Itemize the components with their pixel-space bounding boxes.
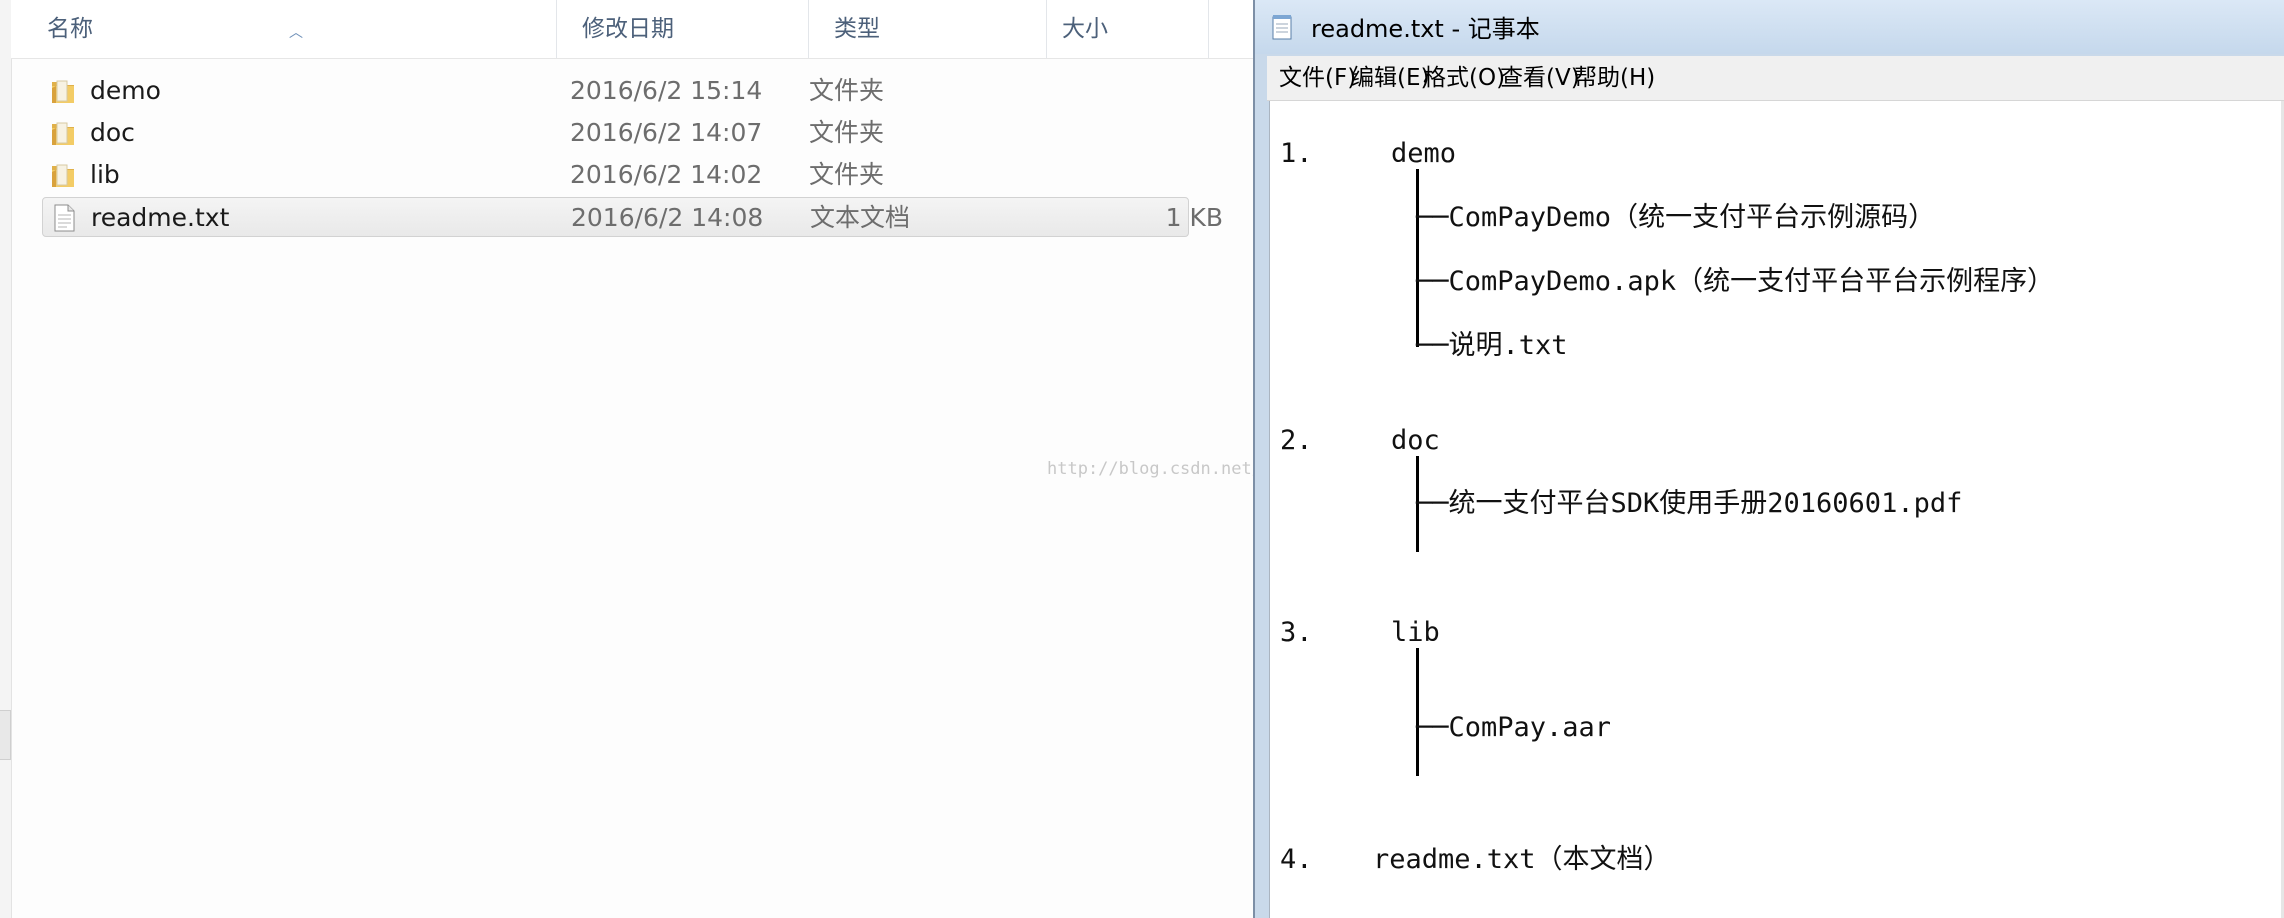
column-modified-header[interactable]: 修改日期: [557, 0, 809, 58]
file-name: readme.txt: [91, 203, 230, 232]
sort-ascending-icon: ︿: [289, 25, 303, 41]
file-modified: 2016/6/2 15:14: [570, 76, 763, 105]
section-folder-name: lib: [1391, 617, 1440, 648]
section-number: 4.: [1280, 844, 1313, 875]
text-editor-area[interactable]: 1. demo ──ComPayDemo（统一支付平台示例源码） ──ComPa…: [1269, 101, 2284, 918]
notepad-window: readme.txt - 记事本 文件(F) 编辑(E) 格式(O) 查看(V)…: [1253, 0, 2284, 918]
window-title: readme.txt - 记事本: [1311, 15, 1540, 43]
tree-item: ──ComPayDemo.apk（统一支付平台平台示例程序）: [1416, 266, 2055, 297]
column-size-header[interactable]: 大小: [1047, 0, 1209, 58]
tree-line: [1416, 456, 1419, 552]
section-folder-name: doc: [1391, 425, 1440, 456]
file-name: doc: [90, 118, 135, 147]
section-number: 1.: [1280, 138, 1313, 169]
scrollbar-thumb[interactable]: [0, 710, 11, 760]
navigation-pane-edge[interactable]: [0, 0, 12, 918]
tree-item: ──统一支付平台SDK使用手册20160601.pdf: [1416, 488, 1963, 519]
watermark-text: http://blog.csdn.net/: [1047, 459, 1262, 479]
title-bar[interactable]: readme.txt - 记事本: [1255, 0, 2284, 54]
file-row-doc[interactable]: doc 2016/6/2 14:07 文件夹: [42, 113, 1189, 153]
section-file-name: readme.txt（本文档）: [1373, 844, 1671, 875]
menu-view[interactable]: 查看(V): [1500, 65, 1580, 91]
notepad-icon: [1272, 15, 1292, 40]
tree-item: ──说明.txt: [1416, 330, 1568, 361]
file-type: 文本文档: [810, 203, 911, 232]
tree-line: [1416, 169, 1419, 347]
tree-line: [1416, 648, 1419, 776]
vertical-scrollbar[interactable]: [2281, 101, 2284, 918]
file-modified: 2016/6/2 14:07: [570, 118, 763, 147]
menu-bar: 文件(F) 编辑(E) 格式(O) 查看(V) 帮助(H): [1267, 56, 2284, 101]
tree-item: ──ComPay.aar: [1416, 712, 1612, 743]
file-type: 文件夹: [809, 76, 885, 105]
menu-file[interactable]: 文件(F): [1279, 65, 1357, 91]
menu-help[interactable]: 帮助(H): [1574, 65, 1656, 91]
folder-icon: [52, 122, 74, 145]
file-size: 1 KB: [1165, 203, 1223, 232]
file-row-lib[interactable]: lib 2016/6/2 14:02 文件夹: [42, 155, 1189, 195]
file-name: demo: [90, 76, 161, 105]
section-number: 3.: [1280, 617, 1313, 648]
file-row-demo[interactable]: demo 2016/6/2 15:14 文件夹: [42, 71, 1189, 111]
file-type: 文件夹: [809, 118, 885, 147]
column-header: 名称 ︿ 修改日期 类型 大小: [11, 0, 1255, 59]
column-name-header[interactable]: 名称 ︿: [11, 0, 557, 58]
menu-edit[interactable]: 编辑(E): [1351, 65, 1430, 91]
file-row-readme[interactable]: readme.txt 2016/6/2 14:08 文本文档 1 KB: [42, 197, 1223, 237]
section-folder-name: demo: [1391, 138, 1457, 169]
folder-icon: [52, 80, 74, 103]
file-name: lib: [90, 160, 120, 189]
file-explorer: 名称 ︿ 修改日期 类型 大小 demo 2016/6/2 15:14 文件夹: [0, 0, 1262, 918]
file-modified: 2016/6/2 14:02: [570, 160, 763, 189]
folder-icon: [52, 164, 74, 187]
tree-item: ──ComPayDemo（统一支付平台示例源码）: [1416, 202, 1936, 233]
section-number: 2.: [1280, 425, 1313, 456]
text-file-icon: [54, 204, 75, 232]
menu-format[interactable]: 格式(O): [1423, 65, 1506, 91]
file-type: 文件夹: [809, 160, 885, 189]
file-modified: 2016/6/2 14:08: [571, 203, 764, 232]
column-type-header[interactable]: 类型: [809, 0, 1047, 58]
